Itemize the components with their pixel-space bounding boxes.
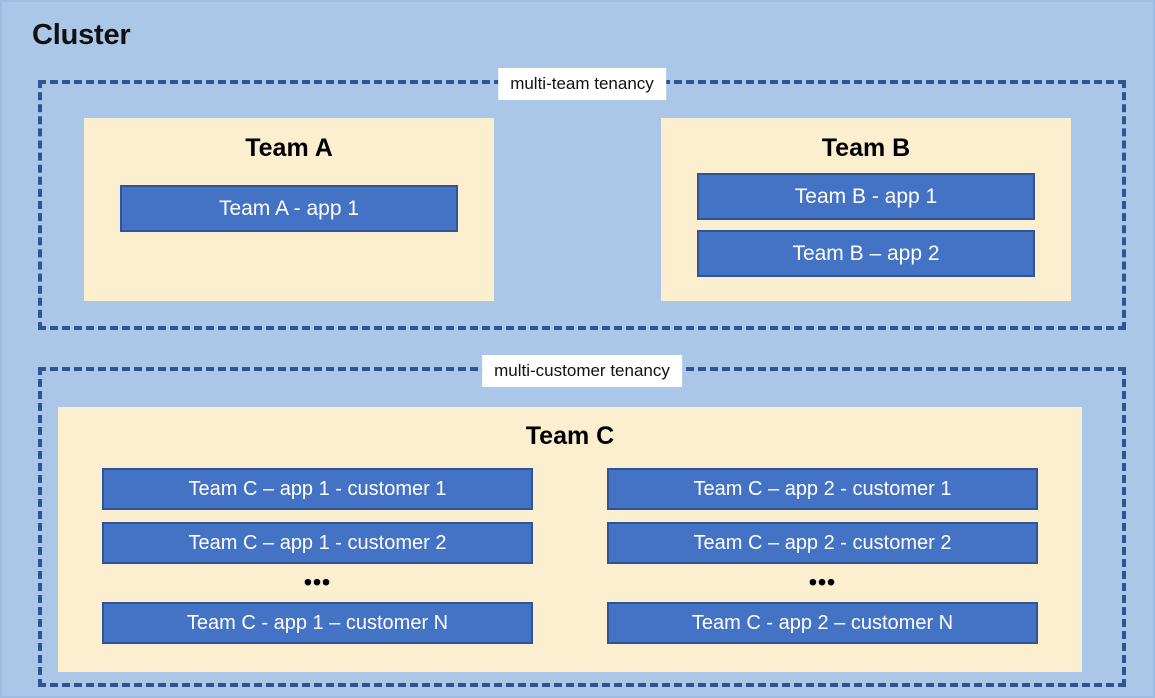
team-c-title: Team C bbox=[525, 422, 615, 450]
team-c-app-2-column: Team C – app 2 - customer 1 Team C – app… bbox=[607, 468, 1038, 644]
group-multi-team-tenancy-label: multi-team tenancy bbox=[498, 68, 666, 100]
team-a-box: Team A Team A - app 1 bbox=[84, 118, 494, 301]
app-box-team-c-app-1-customer-n[interactable]: Team C - app 1 – customer N bbox=[102, 602, 533, 644]
group-multi-customer-tenancy: multi-customer tenancy bbox=[38, 355, 1126, 687]
team-a-app-list: Team A - app 1 bbox=[120, 185, 458, 232]
team-c-app-1-ellipsis: ••• bbox=[303, 569, 332, 595]
cluster-title: Cluster bbox=[32, 19, 131, 51]
team-b-app-list: Team B - app 1 Team B – app 2 bbox=[697, 173, 1035, 277]
team-c-app-1-column: Team C – app 1 - customer 1 Team C – app… bbox=[102, 468, 533, 644]
app-box-team-a-app-1[interactable]: Team A - app 1 bbox=[120, 185, 458, 232]
app-box-team-c-app-1-customer-2[interactable]: Team C – app 1 - customer 2 bbox=[102, 522, 533, 564]
team-c-app-columns: Team C – app 1 - customer 1 Team C – app… bbox=[102, 468, 1038, 644]
team-a-title: Team A bbox=[245, 134, 333, 162]
app-box-team-c-app-2-customer-2[interactable]: Team C – app 2 - customer 2 bbox=[607, 522, 1038, 564]
team-c-app-2-ellipsis: ••• bbox=[808, 569, 837, 595]
app-box-team-c-app-1-customer-1[interactable]: Team C – app 1 - customer 1 bbox=[102, 468, 533, 510]
group-multi-team-tenancy: multi-team tenancy bbox=[38, 68, 1126, 330]
app-box-team-b-app-1[interactable]: Team B - app 1 bbox=[697, 173, 1035, 220]
app-box-team-c-app-2-customer-1[interactable]: Team C – app 2 - customer 1 bbox=[607, 468, 1038, 510]
app-box-team-b-app-2[interactable]: Team B – app 2 bbox=[697, 230, 1035, 277]
group-multi-customer-tenancy-label: multi-customer tenancy bbox=[482, 355, 682, 387]
team-b-title: Team B bbox=[821, 134, 911, 162]
app-box-team-c-app-2-customer-n[interactable]: Team C - app 2 – customer N bbox=[607, 602, 1038, 644]
team-b-box: Team B Team B - app 1 Team B – app 2 bbox=[661, 118, 1071, 301]
team-c-box: Team C Team C – app 1 - customer 1 Team … bbox=[58, 407, 1082, 672]
